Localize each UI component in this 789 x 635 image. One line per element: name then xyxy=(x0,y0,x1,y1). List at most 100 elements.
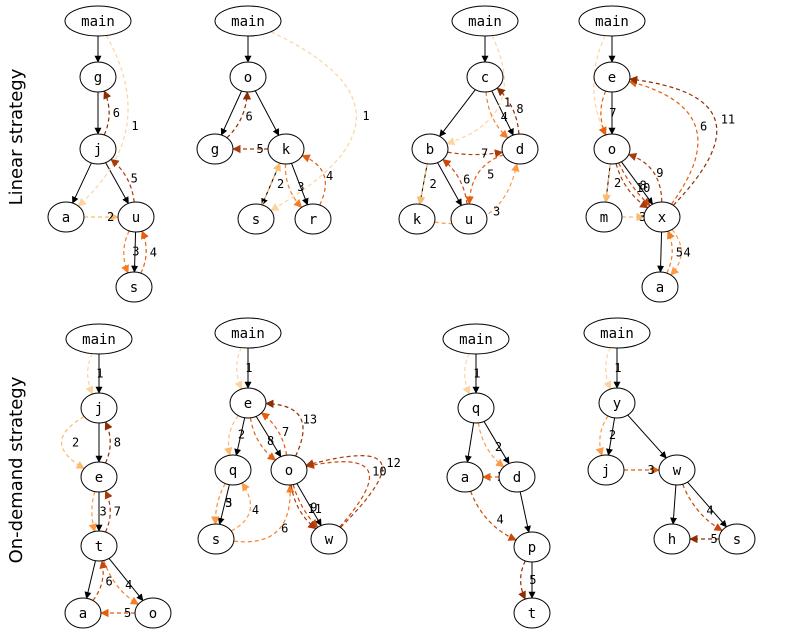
step-label-2: 2 xyxy=(614,176,621,190)
node-shape xyxy=(450,203,488,235)
step-label-4: 4 xyxy=(501,110,508,124)
step-label-10: 10 xyxy=(636,181,650,195)
step-label-1: 1 xyxy=(96,367,103,381)
node-s: s xyxy=(718,523,756,555)
step-label-4: 4 xyxy=(252,503,259,517)
tree-edge-w-h xyxy=(670,484,678,525)
node-label: p xyxy=(528,540,536,556)
node-q: q xyxy=(457,392,495,424)
step-label-3: 3 xyxy=(493,204,500,218)
node-x: x xyxy=(643,201,681,233)
node-s: s xyxy=(197,523,235,555)
step-edge-7 xyxy=(104,490,113,533)
node-label: h xyxy=(668,532,676,548)
step-label-5: 5 xyxy=(131,172,138,186)
tree-edge-b-u xyxy=(437,162,462,207)
step-edge-2 xyxy=(261,162,281,206)
node-label: g xyxy=(94,70,102,86)
node-shape xyxy=(79,133,117,165)
node-shape xyxy=(466,61,504,93)
node-s: s xyxy=(115,271,153,303)
node-o: o xyxy=(134,597,172,629)
node-shape xyxy=(641,271,679,303)
node-shape xyxy=(80,461,118,493)
step-label-6: 6 xyxy=(106,575,113,589)
node-main: main xyxy=(583,317,651,349)
node-label: main xyxy=(459,332,493,348)
node-d: d xyxy=(498,461,536,493)
node-label: k xyxy=(282,142,291,158)
step-edge-5 xyxy=(110,158,135,203)
tree-edge-d-p xyxy=(519,491,531,533)
step-label-9: 9 xyxy=(656,166,663,180)
node-k: k xyxy=(398,203,436,235)
tree-edge-y-w xyxy=(627,414,667,459)
step-edge-1 xyxy=(85,353,94,395)
step-label-2: 2 xyxy=(277,177,284,191)
node-shape xyxy=(134,597,172,629)
tree-edge-o-x xyxy=(621,161,654,205)
node-label: b xyxy=(426,142,434,158)
node-label: s xyxy=(733,532,741,548)
node-o: o xyxy=(229,61,267,93)
step-edge-5 xyxy=(666,230,675,274)
node-shape xyxy=(64,5,132,37)
node-shape xyxy=(578,5,646,37)
node-shape xyxy=(214,317,282,349)
step-edge-4 xyxy=(230,482,251,532)
step-label-7: 7 xyxy=(609,106,616,120)
node-shape xyxy=(47,201,85,233)
step-label-4: 4 xyxy=(326,169,333,183)
step-label-5: 5 xyxy=(124,606,131,620)
step-label-1: 1 xyxy=(504,95,511,109)
step-label-2: 2 xyxy=(238,428,245,442)
node-shape xyxy=(501,133,539,165)
node-b: b xyxy=(411,133,449,165)
step-edge-1 xyxy=(462,353,471,395)
step-edge-12 xyxy=(305,455,383,528)
step-edge-1 xyxy=(270,31,357,212)
step-edge-3 xyxy=(121,230,130,274)
node-shape xyxy=(398,203,436,235)
step-edge-8 xyxy=(104,421,113,464)
node-label: s xyxy=(252,212,260,228)
node-label: s xyxy=(212,532,220,548)
step-label-4: 4 xyxy=(125,578,132,592)
node-shape xyxy=(80,392,118,424)
node-label: a xyxy=(461,470,469,486)
node-shape xyxy=(442,323,510,355)
node-label: main xyxy=(231,14,265,30)
node-label: main xyxy=(81,14,115,30)
step-edge-4 xyxy=(670,229,682,276)
step-edge-6 xyxy=(92,559,108,601)
node-label: main xyxy=(468,14,502,30)
step-label-3: 3 xyxy=(100,505,107,519)
node-label: o xyxy=(285,463,293,479)
tree-edge-t-a xyxy=(84,560,96,599)
node-e: e xyxy=(229,387,267,419)
tree-edge-e-q xyxy=(234,417,246,456)
node-s: s xyxy=(237,203,275,235)
node-w: w xyxy=(310,523,348,555)
step-label-5: 5 xyxy=(529,573,536,587)
node-shape xyxy=(197,523,235,555)
node-shape xyxy=(653,523,691,555)
node-shape xyxy=(214,5,282,37)
step-label-6: 6 xyxy=(113,106,120,120)
node-shape xyxy=(583,317,651,349)
step-label-8: 8 xyxy=(516,102,523,116)
tree-edge-k-r xyxy=(291,163,309,206)
step-label-1: 1 xyxy=(473,367,480,381)
node-label: t xyxy=(528,606,536,622)
step-label-11: 11 xyxy=(307,502,321,516)
step-label-5: 5 xyxy=(225,496,232,510)
step-edge-1 xyxy=(603,347,612,390)
step-label-2: 2 xyxy=(107,210,114,224)
tree-edge-q-s xyxy=(217,484,230,525)
step-label-10: 10 xyxy=(372,464,386,478)
step-edge-3 xyxy=(284,163,303,208)
step-label-6: 6 xyxy=(281,521,288,535)
